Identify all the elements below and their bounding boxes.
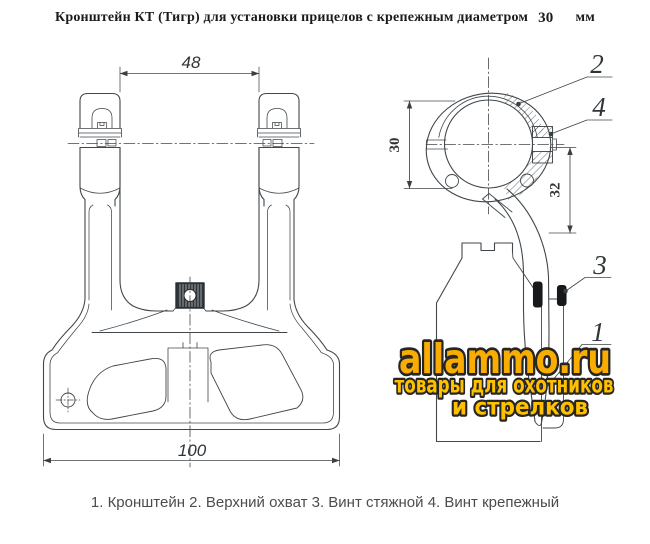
base-cutout-left xyxy=(86,357,167,420)
ring-screw-right xyxy=(520,173,534,188)
ring-screw-left xyxy=(445,174,459,188)
section-hatch-lower xyxy=(503,156,544,201)
title-text: Кронштейн КТ (Тигр) для установки прицел… xyxy=(54,10,529,25)
title-diameter-value: 30 xyxy=(538,10,554,26)
dimension-32 xyxy=(548,147,577,234)
dim-32-label: 32 xyxy=(548,183,564,198)
watermark-line3: и стрелков xyxy=(452,395,588,421)
base-cutout-right xyxy=(209,344,304,421)
legend: 1. Кронштейн 2. Верхний охват 3. Винт ст… xyxy=(90,494,560,511)
watermark-line1: allammo.ru xyxy=(399,335,611,383)
callout-3: 3 xyxy=(592,250,607,280)
dim-30-label: 30 xyxy=(387,138,403,153)
page-title: Кронштейн КТ (Тигр) для установки прицел… xyxy=(0,9,650,26)
clamp-screw-nut xyxy=(556,284,567,307)
callout-2: 2 xyxy=(590,49,604,79)
dimension-30 xyxy=(403,100,456,189)
clamp-screw-head xyxy=(532,281,543,308)
dimension-48 xyxy=(119,66,260,93)
title-unit: мм xyxy=(575,10,595,25)
base-plate-inner xyxy=(49,352,334,424)
scope-ring-post xyxy=(51,92,190,353)
screw-boss xyxy=(532,126,557,164)
watermark-line2: товары для охотников xyxy=(395,373,614,399)
dim-48-label: 48 xyxy=(182,53,201,72)
center-tower xyxy=(167,342,209,403)
watermark: allammo.ru товары для охотников и стрелк… xyxy=(392,332,616,423)
front-view xyxy=(42,66,341,468)
callout-4: 4 xyxy=(592,92,606,122)
bracket-arm xyxy=(482,188,550,426)
dim-100-label: 100 xyxy=(178,441,207,460)
side-view xyxy=(403,57,613,443)
dimension-100 xyxy=(43,433,340,467)
callout-1: 1 xyxy=(591,317,605,347)
base-plate-outline xyxy=(42,349,341,431)
callout-leaders xyxy=(516,76,613,390)
ring-strap-line xyxy=(438,95,538,138)
